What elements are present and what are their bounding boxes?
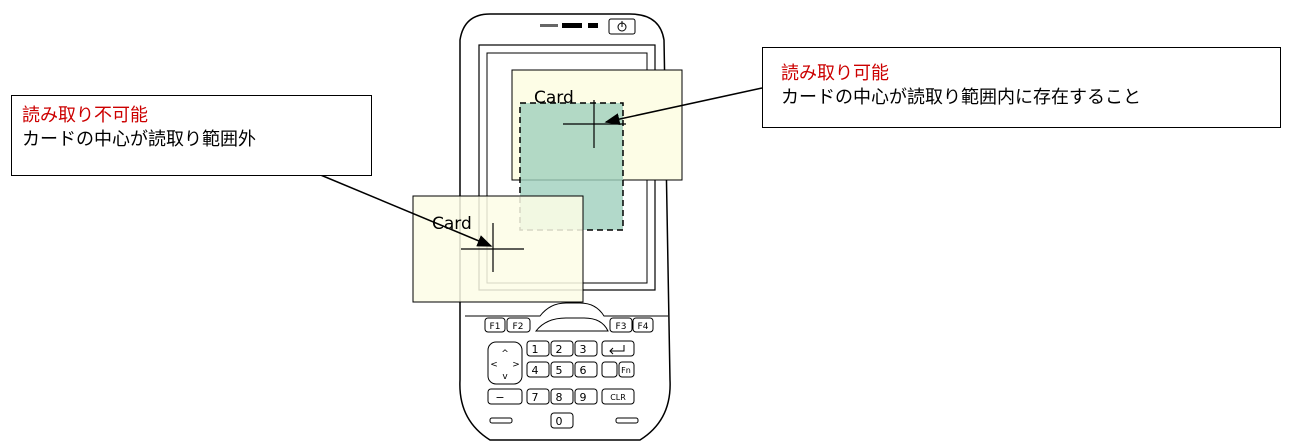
center-nav-arc[interactable]: [534, 317, 609, 332]
key-7: [526, 388, 550, 405]
clr-key: [601, 388, 635, 405]
function-bar: [465, 302, 668, 317]
direction-pad[interactable]: ^ v < >: [487, 341, 523, 385]
f4-key[interactable]: [632, 317, 654, 333]
fn-key: [618, 361, 635, 378]
key-0: [550, 412, 574, 429]
key-5: [550, 361, 574, 378]
svg-text:v: v: [502, 372, 508, 382]
key-2-label: 2: [556, 343, 563, 356]
callout-readable: 読み取り可能 カードの中心が読取り範囲内に存在すること: [762, 47, 1281, 128]
f1-label: F1: [490, 322, 501, 332]
minus-label: −: [495, 391, 504, 404]
clr-label: CLR: [610, 393, 626, 402]
key-1-label: 1: [532, 343, 539, 356]
key-1: [526, 340, 550, 357]
key-9-label: 9: [580, 391, 587, 404]
key-4-label: 4: [532, 364, 539, 377]
svg-text:^: ^: [501, 349, 509, 359]
enter-key: [601, 340, 635, 357]
callout-unreadable-title: 読み取り不可能: [22, 105, 148, 126]
f4-label: F4: [638, 322, 649, 332]
key-3: [574, 340, 598, 357]
key-8-label: 8: [556, 391, 563, 404]
callout-readable-title: 読み取り可能: [781, 63, 889, 84]
callout-unreadable-desc: カードの中心が読取り範囲外: [22, 129, 256, 150]
keypad: [487, 340, 639, 429]
svg-text:>: >: [512, 360, 520, 370]
arrow-unreadable: [310, 170, 493, 247]
minus-key: [487, 388, 523, 405]
key-8: [550, 388, 574, 405]
f2-label: F2: [513, 322, 524, 332]
key-0-label: 0: [556, 415, 563, 428]
key-5-label: 5: [556, 364, 563, 377]
key-9: [574, 388, 598, 405]
side-button-right: [615, 417, 639, 424]
arrow-readable: [604, 87, 763, 125]
callout-readable-desc: カードの中心が読取り範囲内に存在すること: [781, 87, 1141, 108]
card-unreadable-label: Card: [432, 214, 472, 234]
f1-key[interactable]: [484, 317, 506, 333]
f2-key[interactable]: [506, 317, 531, 333]
card-readable-label: Card: [534, 88, 574, 108]
enter-icon: [609, 345, 625, 355]
key-2: [550, 340, 574, 357]
key-4: [526, 361, 550, 378]
fn-label: Fn: [621, 366, 631, 375]
speaker-icon: [540, 23, 598, 28]
crosshair-unreadable: [461, 223, 524, 272]
power-button-icon[interactable]: [608, 18, 636, 35]
mode-key: [601, 361, 618, 378]
f3-label: F3: [616, 322, 627, 332]
key-6-label: 6: [580, 364, 587, 377]
key-7-label: 7: [532, 391, 539, 404]
side-button-left: [489, 417, 513, 424]
f3-key[interactable]: [609, 317, 633, 333]
key-3-label: 3: [580, 343, 587, 356]
key-6: [574, 361, 598, 378]
svg-text:<: <: [490, 360, 498, 370]
callout-unreadable: 読み取り不可能 カードの中心が読取り範囲外: [11, 95, 372, 176]
